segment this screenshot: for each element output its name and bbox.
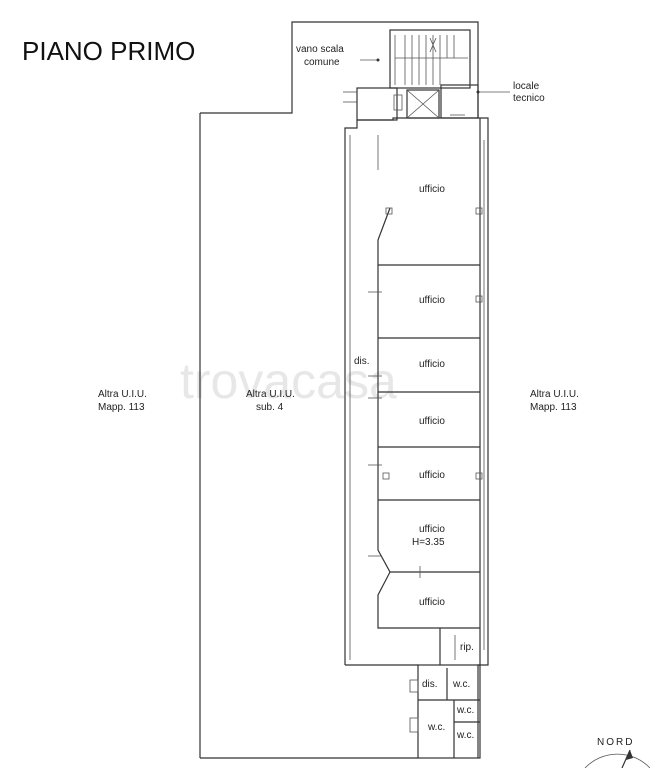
label-altra-left-2: Mapp. 113: [98, 402, 145, 413]
landing-rooms: [343, 87, 465, 121]
label-locale-tecnico-2: tecnico: [513, 93, 545, 104]
label-dis-corridor: dis.: [354, 356, 370, 367]
label-ufficio-7: ufficio: [419, 597, 445, 608]
label-dis-small: dis.: [422, 679, 438, 690]
label-ufficio-2: ufficio: [419, 295, 445, 306]
label-ufficio-3: ufficio: [419, 359, 445, 370]
label-wc-2: w.c.: [427, 722, 445, 733]
label-ufficio-4: ufficio: [419, 416, 445, 427]
label-ufficio-6: ufficio: [419, 524, 445, 535]
label-wc-1: w.c.: [452, 679, 470, 690]
north-arrow-icon: [584, 749, 651, 768]
elevator-shaft: [406, 89, 440, 119]
label-altra-mid-1: Altra U.I.U.: [246, 389, 295, 400]
label-wc-4: w.c.: [456, 730, 474, 741]
label-vano-scala-2: comune: [304, 57, 340, 68]
label-wc-3: w.c.: [456, 705, 474, 716]
label-altra-mid-2: sub. 4: [256, 402, 284, 413]
compass-label: NORD: [597, 737, 634, 748]
label-altra-right-1: Altra U.I.U.: [530, 389, 579, 400]
wc-block: [409, 664, 481, 759]
floor-title: PIANO PRIMO: [22, 36, 195, 66]
label-altra-right-2: Mapp. 113: [530, 402, 577, 413]
label-height-note: H=3.35: [412, 537, 445, 548]
watermark: trovacasa: [180, 353, 397, 409]
label-altra-left-1: Altra U.I.U.: [98, 389, 147, 400]
staircase: [360, 29, 471, 89]
label-ufficio-5: ufficio: [419, 470, 445, 481]
label-locale-tecnico-1: locale: [513, 81, 540, 92]
label-ufficio-1: ufficio: [419, 184, 445, 195]
label-rip: rip.: [460, 642, 474, 653]
office-partitions: [368, 118, 485, 665]
label-vano-scala-1: vano scala: [296, 44, 344, 55]
technical-room: [440, 84, 510, 119]
